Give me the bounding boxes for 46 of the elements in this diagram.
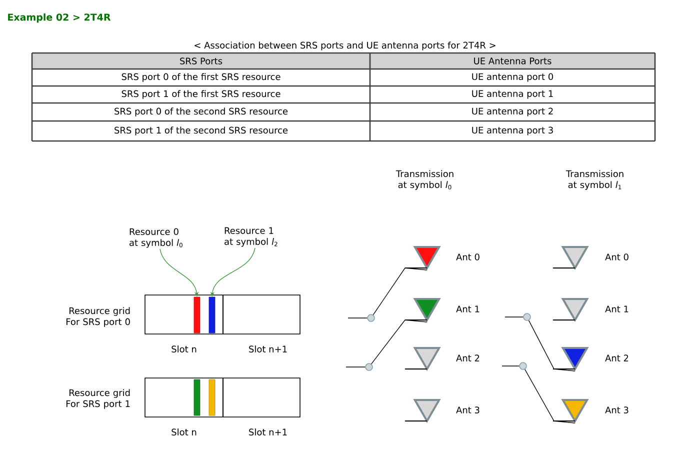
table-cell: SRS port 0 of the first SRS resource [122,73,280,82]
column-heading: Transmission at symbol l$_{0}$ [396,170,454,190]
switch-line [346,366,366,368]
antenna-label: Ant 2 [605,354,628,362]
slot-label: Slot n [172,346,196,352]
table-caption: < Association between SRS ports and UE antenna ports for 2T4R > [194,42,496,50]
resource-grid [144,294,300,334]
callout-label: Resource 0 at symbol l$_{0}$ [130,228,182,248]
resource-bar [208,296,216,334]
switch-line [528,320,576,372]
resource-bar [208,379,216,416]
grid-label: Resource grid For SRS port 0 [66,307,130,327]
table-cell: SRS port 1 of the second SRS resource [114,126,288,136]
table-cell: UE antenna port 1 [472,90,553,99]
table-cell: SRS port 0 of the second SRS resource [114,108,288,116]
resource-bar [194,296,200,334]
switch-line [524,369,576,424]
switch-line [371,320,428,364]
switch-line [504,316,524,318]
switch-node [523,313,531,321]
antenna-label: Ant 2 [456,354,480,362]
slot-label: Slot n+1 [249,428,287,436]
grid-label: Resource grid For SRS port 1 [66,389,130,409]
slot-label: Slot n [172,428,196,436]
antenna-label: Ant 0 [456,254,480,260]
antenna-label: Ant 3 [605,406,628,414]
switch-node [365,363,373,371]
callout-label: Resource 1 at symbol l$_{2}$ [224,227,278,247]
table-cell: SRS port 1 of the first SRS resource [122,90,280,99]
table-cell: UE antenna port 3 [472,126,553,136]
column-header: SRS Ports [180,58,222,64]
switch-node [367,314,375,322]
antenna-label: Ant 1 [456,306,480,312]
resource-grid [144,378,300,418]
table-cell: UE antenna port 0 [472,73,554,82]
resource-bar [194,379,200,416]
column-heading: Transmission at symbol l$_{1}$ [566,170,624,190]
switch-line [372,268,428,316]
switch-node [519,362,527,370]
antenna-label: Ant 0 [605,254,628,260]
column-header: UE Antenna Ports [474,58,552,64]
slot-label: Slot n+1 [249,346,287,352]
antenna-label: Ant 3 [456,406,480,414]
antenna-label: Ant 1 [605,306,628,312]
heading: Example 02 > 2T4R [8,13,111,23]
table-cell: UE antenna port 2 [472,108,553,116]
